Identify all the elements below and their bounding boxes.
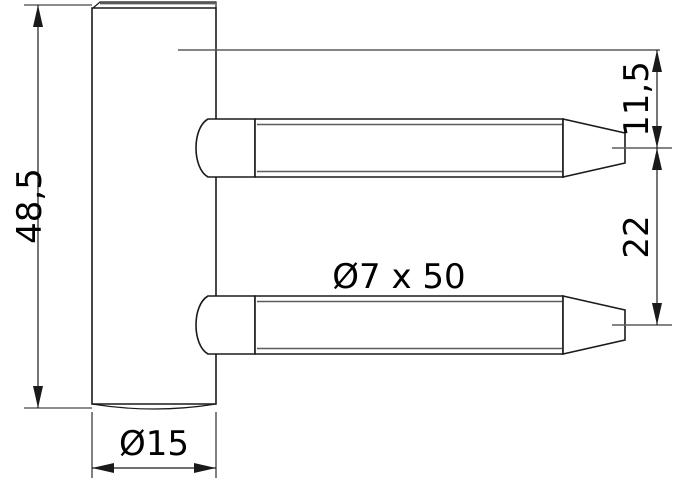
lower-pin-tapered-tip [562, 294, 626, 356]
plate-top-chamfer [92, 1, 217, 9]
dimension-pin-spacing: 22 [617, 148, 662, 325]
plate-height-label: 48,5 [10, 168, 50, 244]
plate-width-arrow-left [92, 463, 114, 473]
pin-spacing-arrow-bottom [652, 303, 662, 325]
lower-pin [195, 294, 626, 356]
dimension-plate-height: 48,5 [10, 4, 92, 409]
upper-pin-rounded-cap [195, 118, 256, 178]
mounting-plate [91, 1, 217, 410]
top-pin-offset-arrow-top [652, 50, 662, 72]
plate-width-label: Ø15 [119, 424, 189, 464]
upper-pin [195, 117, 626, 179]
plate-bottom-edge [91, 403, 217, 410]
lower-pin-shaft [254, 295, 564, 355]
lower-pin-rounded-cap [195, 295, 256, 355]
pin-size-label: Ø7 x 50 [332, 257, 465, 297]
upper-pin-shaft [254, 118, 564, 178]
top-pin-offset-label: 11,5 [617, 61, 657, 137]
plate-height-arrow-top [33, 5, 43, 27]
plate-body [91, 7, 217, 405]
dimension-top-pin-offset: 11,5 [617, 50, 662, 148]
top-pin-offset-arrow-bottom [652, 126, 662, 148]
plate-height-arrow-bottom [33, 386, 43, 408]
dimension-plate-width: Ø15 [91, 412, 217, 478]
pin-spacing-label: 22 [617, 215, 657, 258]
upper-pin-tapered-tip [562, 117, 626, 179]
pin-spacing-arrow-top [652, 148, 662, 170]
plate-width-arrow-right [194, 463, 216, 473]
